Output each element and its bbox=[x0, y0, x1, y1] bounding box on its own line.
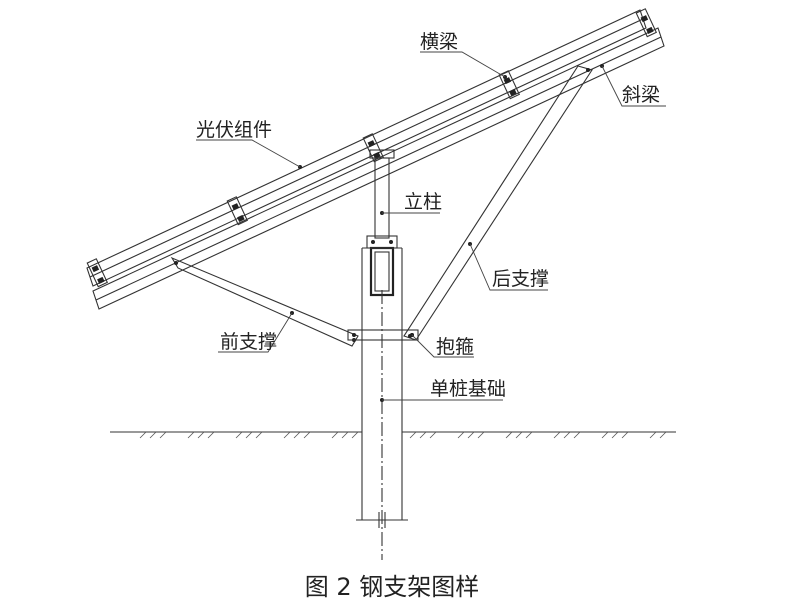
label-rear-brace: 后支撑 bbox=[468, 242, 549, 291]
label-pv-module-text: 光伏组件 bbox=[196, 119, 272, 141]
label-single-pile-foundation-text: 单桩基础 bbox=[430, 378, 506, 400]
label-hoop-text: 抱箍 bbox=[436, 336, 474, 358]
front-brace bbox=[170, 256, 359, 347]
label-diagonal-beam-text: 斜梁 bbox=[622, 84, 660, 106]
label-pv-module: 光伏组件 bbox=[196, 119, 302, 169]
label-single-pile-foundation: 单桩基础 bbox=[380, 378, 506, 402]
label-rear-brace-text: 后支撑 bbox=[492, 268, 549, 290]
clamp-3 bbox=[362, 133, 385, 163]
clamp-2 bbox=[226, 196, 249, 226]
clamp-5 bbox=[635, 8, 658, 38]
diagonal-beam bbox=[92, 27, 665, 310]
crossbeam-clamps bbox=[86, 8, 658, 288]
label-front-brace-text: 前支撑 bbox=[220, 331, 277, 353]
label-crossbeam-text: 横梁 bbox=[420, 31, 458, 53]
pv-module-panel bbox=[86, 9, 647, 287]
label-crossbeam: 横梁 bbox=[420, 31, 507, 79]
ground-line bbox=[110, 431, 676, 439]
label-diagonal-beam: 斜梁 bbox=[600, 64, 666, 107]
label-column-text: 立柱 bbox=[404, 191, 442, 213]
label-hoop: 抱箍 bbox=[410, 333, 474, 358]
label-column: 立柱 bbox=[380, 191, 442, 215]
single-pile-foundation bbox=[356, 247, 408, 560]
clamp-1 bbox=[86, 258, 109, 288]
label-front-brace: 前支撑 bbox=[218, 311, 294, 353]
figure-caption: 图 2 钢支架图样 bbox=[305, 573, 480, 601]
